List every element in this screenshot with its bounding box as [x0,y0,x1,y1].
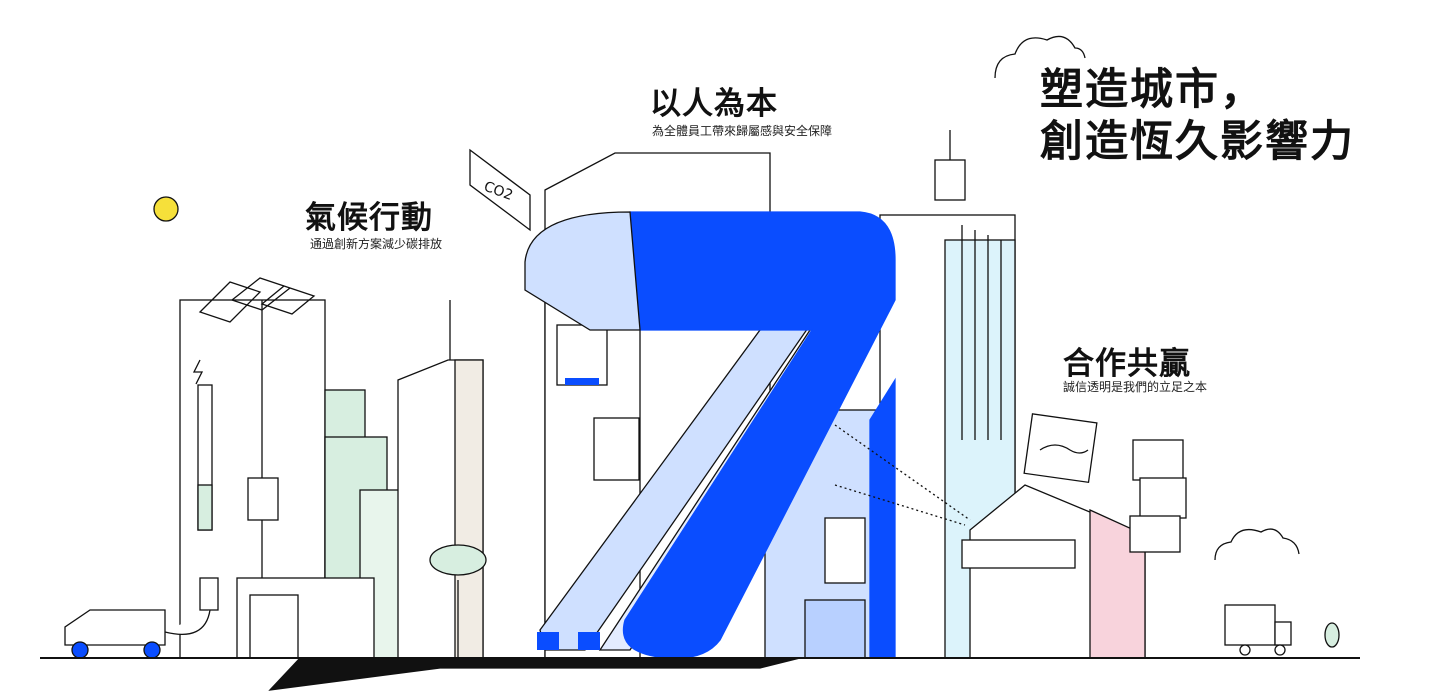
ground-shadow [268,657,801,691]
truck-icon [1224,604,1292,656]
annex-entrance [804,599,866,659]
co2-sign: CO2 [469,148,531,232]
garage [236,577,375,659]
hero-headline-line1: 塑造城市， [1040,65,1265,115]
tower-window-fill [197,484,213,531]
cloud-icon [1214,528,1300,561]
seven-top-underside [524,211,641,331]
elevator-car [556,324,608,386]
annex-window [824,517,866,584]
arrow-sign-icon [537,632,559,650]
handshake-billboard [1023,413,1098,484]
lightning-icon [192,359,204,385]
charging-station-icon [199,577,219,611]
pillar-climate-subtitle: 通過創新方案減少碳排放 [310,237,443,251]
cloud-icon [994,35,1086,79]
elevator-floor [565,378,599,385]
handshake-icon [1039,444,1089,454]
solar-panel-icon [198,277,316,323]
pillar-partnership-title: 合作共贏 [1063,346,1191,382]
tower-elevator [247,477,279,521]
sun-icon [153,196,179,222]
hero-headline-line2: 創造恆久影響力 [1040,117,1355,167]
tower-top [934,159,966,201]
pillar-people-subtitle: 為全體員工帶來歸屬感與安全保障 [652,124,833,138]
stacked-blocks [1129,439,1187,553]
white-building-side [454,359,484,659]
pillar-partnership-subtitle: 誠信透明是我們的立足之本 [1063,380,1208,394]
blue-seven-structure [622,211,896,659]
elevator-car [593,417,640,481]
co2-sign-board [469,148,531,232]
pillar-people-title: 以人為本 [650,86,778,122]
house-balcony [961,539,1076,569]
electric-car-icon [64,577,219,659]
tower-stripes [961,225,1002,440]
seven-right-pillar [869,377,896,659]
pillar-climate-title: 氣候行動 [305,200,433,236]
arrow-sign-icon [578,632,600,650]
